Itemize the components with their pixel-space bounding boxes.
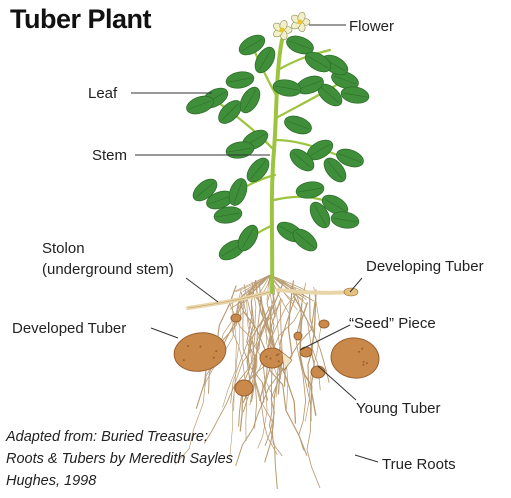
tuber-eye — [361, 348, 363, 350]
tuber-eye — [363, 364, 365, 366]
page-title: Tuber Plant — [10, 4, 151, 35]
leader-stolon — [186, 278, 218, 302]
tuber-eye — [366, 362, 368, 364]
credit-line-1: Adapted from: Buried Treasure: — [6, 426, 233, 448]
young-tuber — [231, 314, 241, 322]
leaf — [282, 113, 314, 138]
tuber-eye — [213, 357, 215, 359]
developed-tuber — [171, 329, 229, 375]
tuber-eye — [187, 345, 189, 347]
tuber-eye — [276, 354, 278, 356]
young-tuber — [319, 320, 329, 328]
tuber-eye — [270, 358, 272, 360]
young-tuber — [311, 366, 325, 378]
leader-true-roots — [355, 455, 378, 462]
tuber-eye — [183, 359, 185, 361]
flower-center — [280, 28, 285, 33]
stolon — [278, 290, 348, 293]
tuber-eye — [215, 350, 217, 352]
young-tuber — [235, 380, 253, 396]
leaf — [225, 70, 255, 91]
seed-piece — [260, 348, 284, 368]
label-developing-tuber: Developing Tuber — [366, 258, 484, 276]
label-seed-piece: “Seed” Piece — [349, 315, 436, 333]
tuber-eye — [278, 360, 280, 362]
tuber-eye — [363, 361, 365, 363]
source-credit: Adapted from: Buried Treasure: Roots & T… — [6, 426, 233, 492]
label-true-roots: True Roots — [382, 456, 456, 474]
label-stolon: Stolon — [42, 240, 85, 258]
main-stem — [272, 40, 282, 292]
young-tuber — [294, 332, 302, 340]
label-stem: Stem — [92, 147, 127, 165]
tuber-eye — [265, 356, 267, 358]
tuber-eye — [277, 353, 279, 355]
root-strand — [204, 307, 270, 444]
developed-tuber — [328, 335, 381, 381]
credit-line-2: Roots & Tubers by Meredith Sayles — [6, 448, 233, 470]
root-strand — [285, 280, 294, 386]
label-leaf: Leaf — [88, 85, 117, 103]
tuber-eye — [199, 346, 201, 348]
credit-line-3: Hughes, 1998 — [6, 470, 233, 492]
label-flower: Flower — [349, 18, 394, 36]
flower — [290, 11, 310, 32]
label-developed-tuber: Developed Tuber — [12, 320, 126, 338]
flower-drawing — [272, 11, 310, 40]
young-tuber — [300, 347, 312, 357]
tuber-eye — [358, 351, 360, 353]
leader-developed-tuber — [151, 328, 178, 338]
flower-center — [298, 20, 303, 25]
label-young-tuber: Young Tuber — [356, 400, 441, 418]
developing-tuber — [344, 288, 358, 296]
label-stolon-subtitle: (underground stem) — [42, 261, 174, 279]
